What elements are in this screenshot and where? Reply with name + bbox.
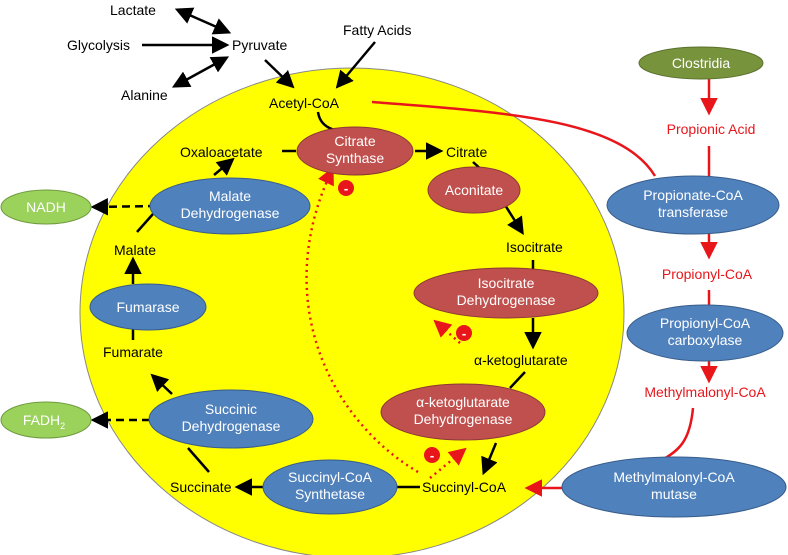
malate-dh-line2: Dehydrogenase bbox=[181, 205, 280, 221]
propionate-coa-transferase-enzyme: Propionate-CoA transferase bbox=[606, 175, 780, 235]
fadh2-cofactor: FADH2 bbox=[0, 401, 92, 439]
succinyl-coa-synthetase-enzyme: Succinyl-CoA Synthetase bbox=[262, 459, 398, 515]
carboxylase-line1: Propionyl-CoA bbox=[660, 315, 751, 331]
malate-dehydrogenase-enzyme: Malate Dehydrogenase bbox=[149, 177, 311, 235]
mutase-line1: Methylmalonyl-CoA bbox=[613, 469, 735, 485]
succinate-label: Succinate bbox=[170, 479, 232, 495]
inhibitor-citrate-synthase: - bbox=[338, 180, 354, 196]
akg-dh-line1: α-ketoglutarate bbox=[416, 394, 510, 410]
succinyl-coa-synthetase-line1: Succinyl-CoA bbox=[288, 469, 373, 485]
feeder-arrows bbox=[142, 7, 376, 89]
clostridia-node: Clostridia bbox=[638, 46, 764, 80]
isocitrate-dehydrogenase-enzyme: Isocitrate Dehydrogenase bbox=[413, 267, 599, 319]
aconitate-enzyme: Aconitate bbox=[427, 166, 521, 214]
methylmalonyl-coa-label: Methylmalonyl-CoA bbox=[644, 384, 766, 400]
propionyl-coa-label: Propionyl-CoA bbox=[662, 266, 753, 282]
inhibitor-akg-dh: - bbox=[424, 447, 440, 463]
citrate-synthase-enzyme: Citrate Synthase bbox=[296, 126, 414, 176]
lactate-label: Lactate bbox=[110, 2, 156, 18]
isocitrate-dh-line1: Isocitrate bbox=[478, 275, 535, 291]
inhibitor-isocitrate-dh: - bbox=[456, 325, 472, 341]
succinyl-coa-label: Succinyl-CoA bbox=[422, 479, 507, 495]
alpha-ketoglutarate-label: α-ketoglutarate bbox=[474, 352, 568, 368]
transferase-line2: transferase bbox=[658, 204, 728, 220]
citrate-synthase-line1: Citrate bbox=[334, 133, 375, 149]
clostridia-label: Clostridia bbox=[672, 55, 731, 71]
carboxylase-line2: carboxylase bbox=[668, 332, 743, 348]
malate-label: Malate bbox=[114, 242, 156, 258]
fadh2-label: FADH2 bbox=[23, 412, 65, 431]
svg-text:-: - bbox=[430, 448, 434, 463]
fatty-acids-label: Fatty Acids bbox=[343, 22, 411, 38]
akg-dehydrogenase-enzyme: α-ketoglutarate Dehydrogenase bbox=[380, 383, 546, 441]
transferase-line1: Propionate-CoA bbox=[643, 187, 743, 203]
svg-text:-: - bbox=[344, 181, 348, 196]
fumarase-enzyme: Fumarase bbox=[89, 283, 207, 331]
isocitrate-label: Isocitrate bbox=[506, 239, 563, 255]
succinic-dehydrogenase-enzyme: Succinic Dehydrogenase bbox=[148, 389, 314, 449]
aconitate-label: Aconitate bbox=[445, 182, 504, 198]
pyruvate-label: Pyruvate bbox=[232, 37, 287, 53]
methylmalonyl-coa-mutase-enzyme: Methylmalonyl-CoA mutase bbox=[561, 456, 787, 518]
propionyl-coa-carboxylase-enzyme: Propionyl-CoA carboxylase bbox=[626, 304, 784, 362]
citrate-synthase-line2: Synthase bbox=[326, 150, 385, 166]
alanine-label: Alanine bbox=[121, 87, 168, 103]
mutase-line2: mutase bbox=[651, 486, 697, 502]
glycolysis-label: Glycolysis bbox=[67, 37, 130, 53]
succinic-dh-line2: Dehydrogenase bbox=[182, 418, 281, 434]
cofactor-arrows bbox=[90, 198, 157, 429]
inhibition-arrows bbox=[305, 166, 467, 479]
nadh-cofactor: NADH bbox=[0, 189, 92, 225]
oxaloacetate-label: Oxaloacetate bbox=[180, 144, 263, 160]
nadh-label: NADH bbox=[26, 199, 66, 215]
succinyl-coa-synthetase-line2: Synthetase bbox=[295, 486, 365, 502]
acetyl-coa-label: Acetyl-CoA bbox=[269, 95, 340, 111]
propionic-acid-label: Propionic Acid bbox=[667, 121, 756, 137]
fumarate-label: Fumarate bbox=[103, 344, 163, 360]
fumarase-label: Fumarase bbox=[116, 299, 179, 315]
svg-text:-: - bbox=[462, 326, 466, 341]
citrate-label: Citrate bbox=[446, 144, 487, 160]
malate-dh-line1: Malate bbox=[209, 188, 251, 204]
succinic-dh-line1: Succinic bbox=[205, 401, 257, 417]
isocitrate-dh-line2: Dehydrogenase bbox=[457, 292, 556, 308]
akg-dh-line2: Dehydrogenase bbox=[414, 411, 513, 427]
